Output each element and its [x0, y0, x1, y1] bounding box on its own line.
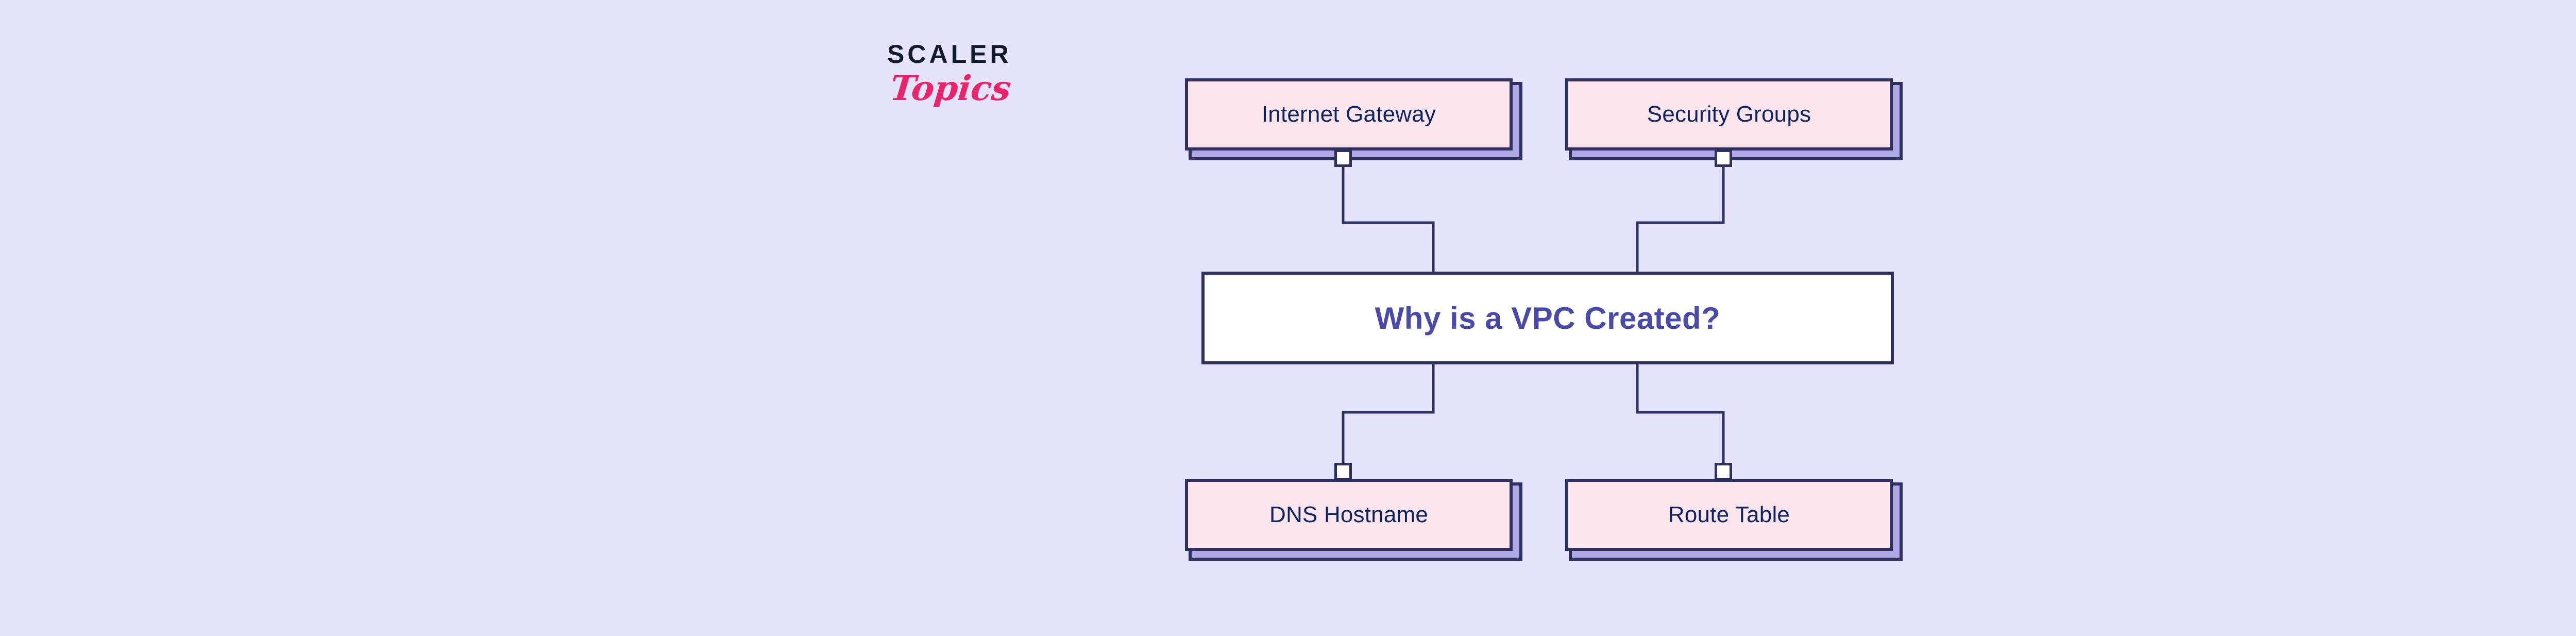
node-route-table[interactable]: Route Table	[1565, 479, 1893, 551]
logo-wordmark-topics: Topics	[888, 68, 1013, 108]
connector-anchor-route-table[interactable]	[1715, 463, 1732, 480]
node-label-internet-gateway: Internet Gateway	[1261, 102, 1436, 127]
node-why-vpc-created[interactable]: Why is a VPC Created?	[1201, 272, 1894, 364]
logo-wordmark-scaler: SCALER	[887, 40, 1012, 69]
connector-center-to-route-table	[1636, 364, 1725, 463]
node-label-dns-hostname: DNS Hostname	[1269, 502, 1429, 527]
scaler-topics-logo: SCALER Topics	[887, 41, 1057, 134]
node-label-why-vpc-created: Why is a VPC Created?	[1375, 300, 1721, 336]
connector-center-to-dns-hostname	[1342, 364, 1435, 463]
connector-internet-gateway-to-center	[1342, 167, 1435, 272]
node-label-route-table: Route Table	[1668, 502, 1790, 527]
node-internet-gateway[interactable]: Internet Gateway	[1185, 78, 1513, 150]
node-label-security-groups: Security Groups	[1647, 102, 1811, 127]
node-security-groups[interactable]: Security Groups	[1565, 78, 1893, 150]
connector-anchor-dns-hostname[interactable]	[1334, 463, 1352, 480]
node-dns-hostname[interactable]: DNS Hostname	[1185, 479, 1513, 551]
connector-security-groups-to-center	[1636, 167, 1725, 272]
connector-anchor-internet-gateway[interactable]	[1334, 149, 1352, 167]
connector-anchor-security-groups[interactable]	[1715, 149, 1732, 167]
